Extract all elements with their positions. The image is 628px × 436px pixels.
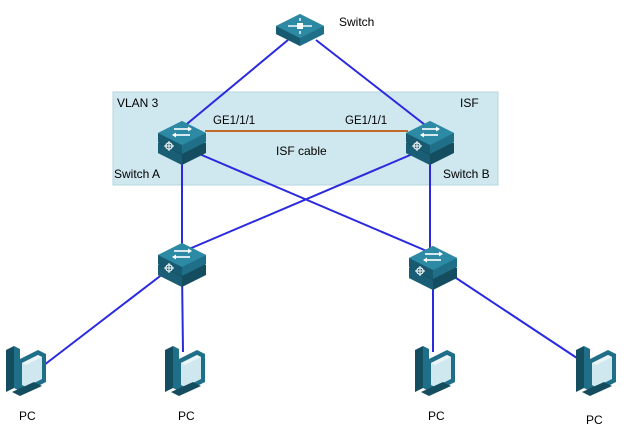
switch-a-label: Switch A [114, 167, 160, 181]
pc4-label: PC [586, 413, 603, 427]
link-switch-a-to-access-right [189, 149, 430, 253]
core-switch-icon [276, 14, 324, 46]
pc1-label: PC [19, 409, 36, 423]
pc2-icon [165, 346, 205, 396]
isf-label: ISF [460, 96, 479, 110]
isf-cable-label: ISF cable [276, 144, 327, 158]
pc4-icon [576, 346, 616, 396]
pc1-icon [6, 346, 46, 396]
link-switch-b-to-access-left [181, 149, 423, 253]
links [34, 39, 593, 373]
access-switch-left-icon [157, 242, 207, 288]
link-top-to-switch-a [181, 39, 289, 129]
access-switch-right-icon [408, 245, 458, 291]
link-top-to-switch-b [315, 39, 430, 129]
port-right-label: GE1/1/1 [345, 115, 387, 127]
switch-b-label: Switch B [443, 167, 490, 181]
vlan-label: VLAN 3 [117, 96, 159, 110]
pc3-icon [415, 346, 455, 396]
link-access-right-to-pc4 [443, 269, 593, 369]
link-access-left-to-pc1 [34, 269, 169, 373]
port-left-label: GE1/1/1 [213, 115, 255, 127]
top-switch-label: Switch [339, 15, 374, 29]
pc3-label: PC [428, 409, 445, 423]
pc2-label: PC [178, 409, 195, 423]
